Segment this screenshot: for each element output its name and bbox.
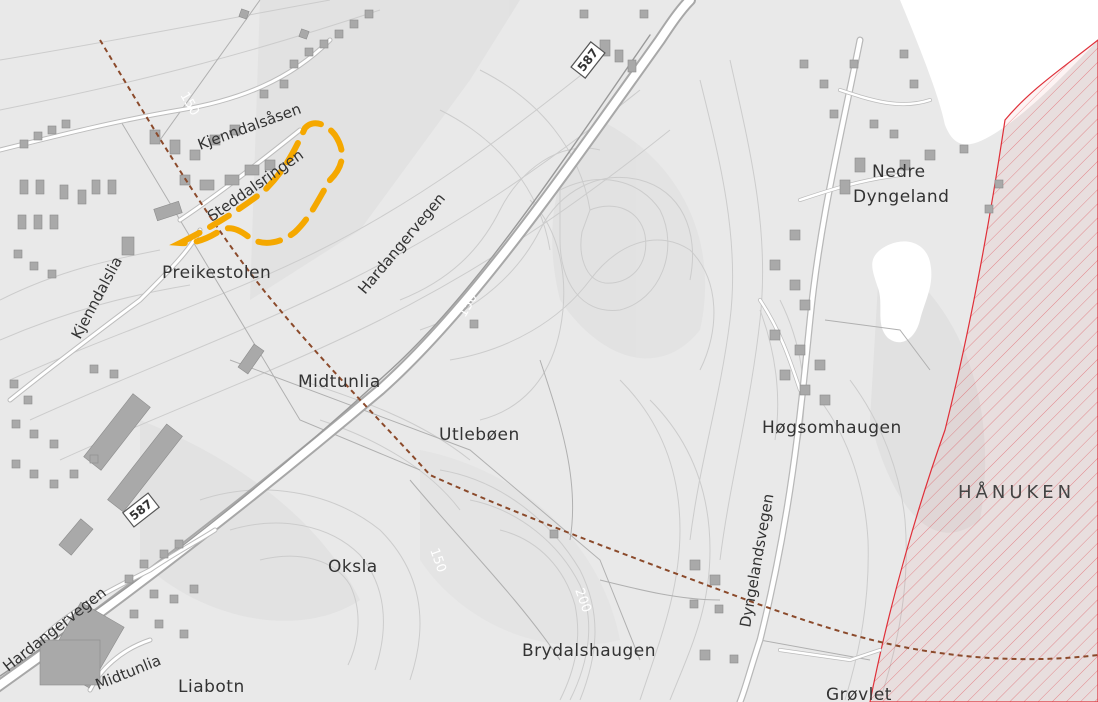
- place-label-hogsomhaugen: Høgsomhaugen: [762, 418, 902, 438]
- place-label-brydalshaugen: Brydalshaugen: [522, 641, 656, 661]
- road-network: [0, 0, 932, 702]
- place-label-midtunlia: Midtunlia: [298, 372, 381, 392]
- place-label-nedre: Nedre: [872, 162, 926, 182]
- place-label-utleboen: Utlebøen: [439, 425, 520, 445]
- place-label-oksla: Oksla: [328, 557, 378, 577]
- protected-area[interactable]: [869, 39, 1098, 702]
- lake: [872, 241, 932, 343]
- water-body: [900, 0, 1098, 145]
- area-label-hanuken: HÅNUKEN: [958, 481, 1075, 503]
- administrative-boundary[interactable]: [99, 39, 1098, 661]
- contour-lines: [0, 0, 907, 701]
- place-label-dyngeland: Dyngeland: [853, 187, 949, 207]
- place-label-grovlet: Grøvlet: [826, 685, 892, 702]
- place-label-preikestolen: Preikestolen: [162, 263, 271, 283]
- highlighted-area[interactable]: [169, 120, 345, 247]
- buildings: [9, 8, 1004, 689]
- place-label-liabotn: Liabotn: [178, 677, 245, 697]
